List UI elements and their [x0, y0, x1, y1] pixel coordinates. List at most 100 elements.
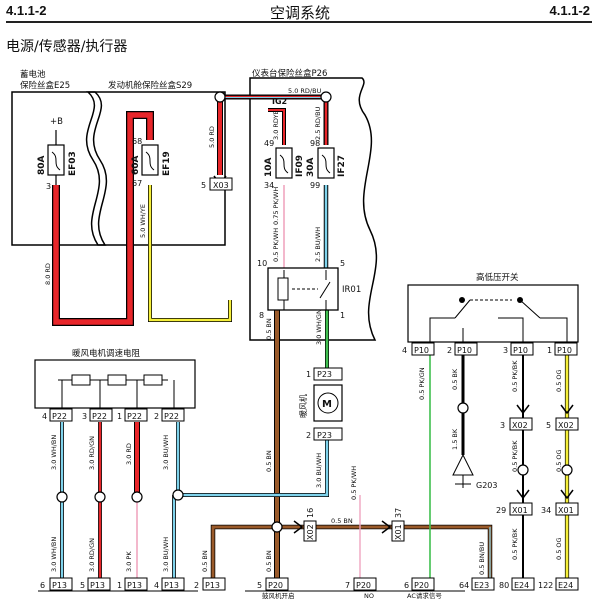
ef03-plus: +B	[50, 117, 63, 127]
wire-label: 5.0 RD/BU	[288, 87, 322, 95]
pressure-switch-box	[407, 284, 579, 343]
p22-d: P22	[164, 412, 179, 421]
blower-resistor-box	[34, 359, 196, 409]
p20-b-pin: 7	[345, 581, 350, 590]
wire-label: 0.5 OG	[555, 537, 563, 560]
if09-out: 34	[264, 181, 274, 190]
wire-label: 3.0 WH/BN	[50, 537, 58, 572]
p22-a: P22	[52, 412, 67, 421]
ef19-out: 67	[132, 179, 142, 188]
p13-connector	[202, 577, 226, 591]
ef03-amp: 80A	[37, 155, 47, 175]
p10-b: P10	[457, 346, 472, 355]
p10-a: P10	[414, 346, 429, 355]
wire-label: 0.5 OG	[555, 369, 563, 392]
x02-inline	[303, 520, 317, 542]
wire-labels: 8.0 RD 5.0 RD 5.0 RD/BU 5.0 WH/YE 3.0 RD…	[44, 87, 563, 575]
hp-switch-label: 高低压开关	[476, 272, 519, 283]
wire-8rd	[52, 111, 154, 326]
e23-connector	[471, 577, 495, 591]
x01-connector	[509, 502, 533, 516]
fuse-if09	[275, 147, 293, 179]
x02-connector	[555, 417, 579, 431]
wire-label: 3.0 PK	[125, 551, 133, 572]
svg-text:M: M	[322, 399, 332, 410]
p10-d-pin: 1	[547, 346, 552, 355]
x02-connector	[509, 417, 533, 431]
battery-fuse-box	[11, 91, 108, 246]
relay-ir01	[267, 267, 339, 311]
p13-a: P13	[52, 581, 67, 590]
wire-label: 3.0 WH/BN	[50, 435, 58, 470]
p20-a-pin: 5	[257, 581, 262, 590]
p13-a-pin: 6	[40, 581, 45, 590]
relay-pin-5: 5	[340, 259, 345, 268]
e24-b-pin: 122	[538, 581, 553, 590]
if09-amp: 10A	[264, 157, 274, 177]
p22-b-pin: 3	[82, 412, 87, 421]
engine-box-label: 发动机舱保险丝盒S29	[108, 80, 192, 91]
wire-label: 2.5 RD/BU	[314, 106, 322, 140]
blower-start-label: 鼓风机开启	[262, 591, 295, 599]
wire-label: 3.0 WH/GN	[315, 309, 323, 345]
wire-label: 8.0 RD	[44, 263, 52, 285]
ir01-label: IR01	[342, 285, 361, 295]
wire-label: 0.5 BN	[265, 450, 273, 472]
p22-b: P22	[92, 412, 107, 421]
p22-c: P22	[127, 412, 142, 421]
if27-out: 99	[310, 181, 320, 190]
junction-dot	[517, 464, 529, 476]
wire-label: 0.5 PK/BK	[511, 528, 519, 560]
wire-label: 0.5 OG	[555, 449, 563, 472]
ef19-name: EF19	[162, 151, 172, 176]
relay-pin-8: 8	[259, 311, 264, 320]
engine-fuse-box	[85, 91, 226, 246]
wire-label: 3.0 BU/WH	[162, 537, 170, 572]
wire-label: 0.5 PK/GN	[418, 367, 426, 400]
junction-dot	[320, 91, 332, 103]
p13-connector	[124, 577, 148, 591]
relay-pin-1: 1	[340, 311, 345, 320]
p10-connector	[510, 342, 534, 356]
p13-e: P13	[205, 581, 220, 590]
if09-in: 49	[264, 139, 274, 148]
x01-a: X01	[512, 506, 528, 515]
page-code-left: 4.1.1-2	[6, 3, 47, 18]
battery-box-label-2: 保险丝盒E25	[20, 80, 70, 91]
x01-inline-pin: 37	[394, 508, 403, 518]
p10-c: P10	[513, 346, 528, 355]
x02-inline-pin: 16	[306, 508, 315, 518]
e24-connector	[511, 577, 535, 591]
blower-res-label: 暖风电机调速电阻	[72, 348, 141, 359]
ef03-name: EF03	[68, 151, 78, 176]
wire-label: 2.5 BU/WH	[314, 227, 322, 262]
wire-label: 0.5 PK/BK	[511, 440, 519, 472]
p23-pin-2: 2	[306, 431, 311, 440]
wire-label: 3.0 RD/GN	[88, 538, 96, 572]
ac-req-label: AC请求信号	[407, 591, 442, 599]
p20-c-pin: 6	[404, 581, 409, 590]
p20-b: P20	[356, 581, 371, 590]
wire-label: 3.0 RD	[125, 443, 133, 465]
x01-b-pin: 34	[541, 506, 551, 515]
junction-dot	[271, 521, 283, 533]
x01-b: X01	[558, 506, 574, 515]
e24-a-pin: 80	[499, 581, 509, 590]
x02-b-pin: 5	[546, 421, 551, 430]
wire-5whye	[148, 185, 232, 322]
p23-pin-1: 1	[306, 370, 311, 379]
wire-label: 0.5 PK/WH	[350, 466, 358, 500]
p20-a: P20	[268, 581, 283, 590]
dash-box-label: 仪表台保险丝盒P26	[252, 68, 327, 79]
e24-b: E24	[558, 581, 573, 590]
wire-label: 0.5 PK/WH	[272, 228, 280, 262]
blower-motor: M	[313, 367, 343, 441]
junction-dot	[561, 464, 573, 476]
x02-inline-label: X02	[306, 524, 315, 540]
p13-connector	[49, 577, 73, 591]
page-title: 空调系统	[269, 4, 330, 22]
x02-a-pin: 3	[500, 421, 505, 430]
p13-c: P13	[127, 581, 142, 590]
x01-connector	[555, 502, 579, 516]
ground-g203	[452, 453, 474, 488]
